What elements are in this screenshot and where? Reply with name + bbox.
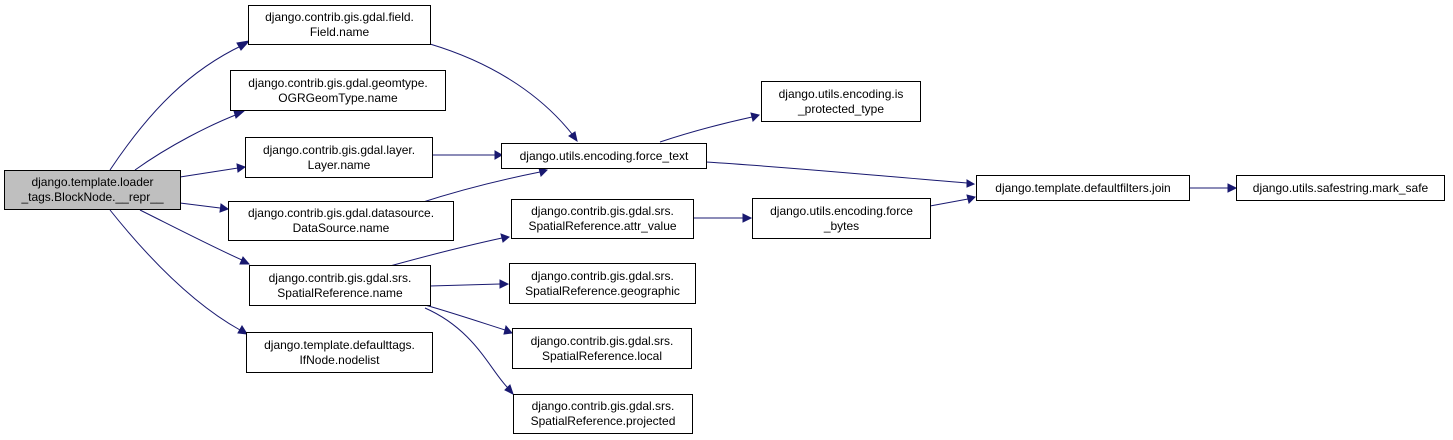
node-label: SpatialReference.geographic	[525, 283, 680, 298]
node-ogrgeomtype-name[interactable]: django.contrib.gis.gdal.geomtype. OGRGeo…	[230, 70, 446, 111]
edge-arrow	[237, 325, 248, 335]
node-ifnode-nodelist[interactable]: django.template.defaulttags. IfNode.node…	[246, 332, 433, 373]
node-label: DataSource.name	[292, 221, 390, 235]
edge-forcebytes-join	[929, 198, 969, 207]
edge-arrow	[499, 279, 510, 289]
node-field-name[interactable]: django.contrib.gis.gdal.field. Field.nam…	[248, 5, 431, 45]
node-is-protected-type[interactable]: django.utils.encoding.is _protected_type	[761, 81, 921, 122]
edge-srsname-geographic	[429, 283, 501, 287]
node-label: django.contrib.gis.gdal.srs.	[531, 204, 674, 218]
node-label: django.contrib.gis.gdal.srs.	[531, 268, 674, 283]
edge-field-forcetext	[429, 43, 573, 135]
node-layer-name[interactable]: django.contrib.gis.gdal.layer. Layer.nam…	[245, 137, 433, 178]
node-geographic[interactable]: django.contrib.gis.gdal.srs. SpatialRefe…	[509, 263, 696, 304]
node-attr-value[interactable]: django.contrib.gis.gdal.srs. SpatialRefe…	[511, 199, 694, 239]
edge-arrow	[236, 163, 247, 173]
node-label: django.contrib.gis.gdal.srs.	[268, 270, 412, 285]
node-label: _bytes	[823, 218, 860, 233]
node-defaultfilters-join[interactable]: django.template.defaultfilters.join	[976, 175, 1190, 201]
node-label: django.contrib.gis.gdal.field.	[265, 10, 414, 24]
node-label: django.template.loader	[31, 175, 154, 189]
node-label: django.contrib.gis.gdal.layer.	[262, 142, 416, 157]
edge-arrow	[503, 324, 513, 335]
node-projected[interactable]: django.contrib.gis.gdal.srs. SpatialRefe…	[513, 394, 693, 434]
node-label: django.template.defaulttags.	[264, 337, 415, 352]
node-label: django.utils.encoding.force_text	[519, 148, 689, 163]
edge-root-field	[109, 44, 244, 171]
edge-arrow	[966, 194, 976, 204]
edge-arrow	[966, 179, 976, 188]
node-datasource-name[interactable]: django.contrib.gis.gdal.datasource. Data…	[228, 201, 454, 241]
edge-arrow	[750, 112, 760, 122]
edge-arrow	[568, 131, 578, 143]
edge-datasource-forcetext	[419, 171, 541, 204]
node-label: Field.name	[309, 25, 370, 39]
node-label: SpatialReference.projected	[530, 414, 676, 428]
edge-arrow	[500, 233, 510, 243]
node-label: django.contrib.gis.gdal.srs.	[531, 399, 675, 413]
edge-arrow	[494, 150, 504, 160]
edge-arrow	[538, 167, 548, 177]
edge-forcetext-isprotected	[659, 116, 753, 143]
node-label: SpatialReference.attr_value	[528, 219, 677, 233]
edge-arrow	[236, 40, 251, 51]
node-label: django.contrib.gis.gdal.datasource.	[247, 206, 435, 220]
edge-srsname-attrvalue	[389, 237, 503, 267]
edge-root-ifnode	[109, 209, 241, 331]
node-mark-safe[interactable]: django.utils.safestring.mark_safe	[1236, 175, 1445, 201]
node-label: Layer.name	[307, 157, 371, 172]
edge-arrow	[233, 110, 246, 119]
edge-forcetext-join	[705, 161, 968, 184]
edge-root-srsname	[139, 209, 243, 261]
edge-root-datasource	[179, 202, 221, 209]
node-force-text[interactable]: django.utils.encoding.force_text	[501, 143, 707, 169]
node-label: django.contrib.gis.gdal.geomtype.	[248, 75, 428, 90]
node-label: OGRGeomType.name	[278, 90, 398, 105]
edge-arrow	[504, 384, 514, 395]
node-label: django.template.defaultfilters.join	[995, 180, 1171, 195]
node-blocknode-repr[interactable]: django.template.loader _tags.BlockNode._…	[4, 170, 181, 210]
node-label: django.contrib.gis.gdal.srs.	[530, 333, 674, 348]
node-label: django.utils.safestring.mark_safe	[1252, 180, 1429, 195]
edge-srsname-projected	[424, 307, 509, 389]
node-label: SpatialReference.name	[277, 285, 403, 300]
node-label: django.utils.encoding.is	[778, 86, 904, 101]
edge-arrow	[1227, 183, 1238, 193]
edge-root-layer	[179, 167, 239, 178]
edge-arrow	[219, 203, 230, 213]
node-label: _protected_type	[797, 101, 885, 116]
node-label: IfNode.nodelist	[299, 352, 380, 367]
node-spatialreference-name[interactable]: django.contrib.gis.gdal.srs. SpatialRefe…	[249, 265, 431, 306]
node-force-bytes[interactable]: django.utils.encoding.force _bytes	[752, 198, 931, 239]
node-label: django.utils.encoding.force	[770, 203, 913, 218]
edge-arrow	[742, 213, 753, 223]
node-label: SpatialReference.local	[541, 348, 663, 363]
node-local[interactable]: django.contrib.gis.gdal.srs. SpatialRefe…	[512, 328, 692, 369]
edge-arrow	[239, 256, 251, 265]
node-label: _tags.BlockNode.__repr__	[21, 190, 164, 204]
edge-root-geomtype	[134, 113, 239, 171]
edge-srsname-local	[424, 304, 506, 331]
